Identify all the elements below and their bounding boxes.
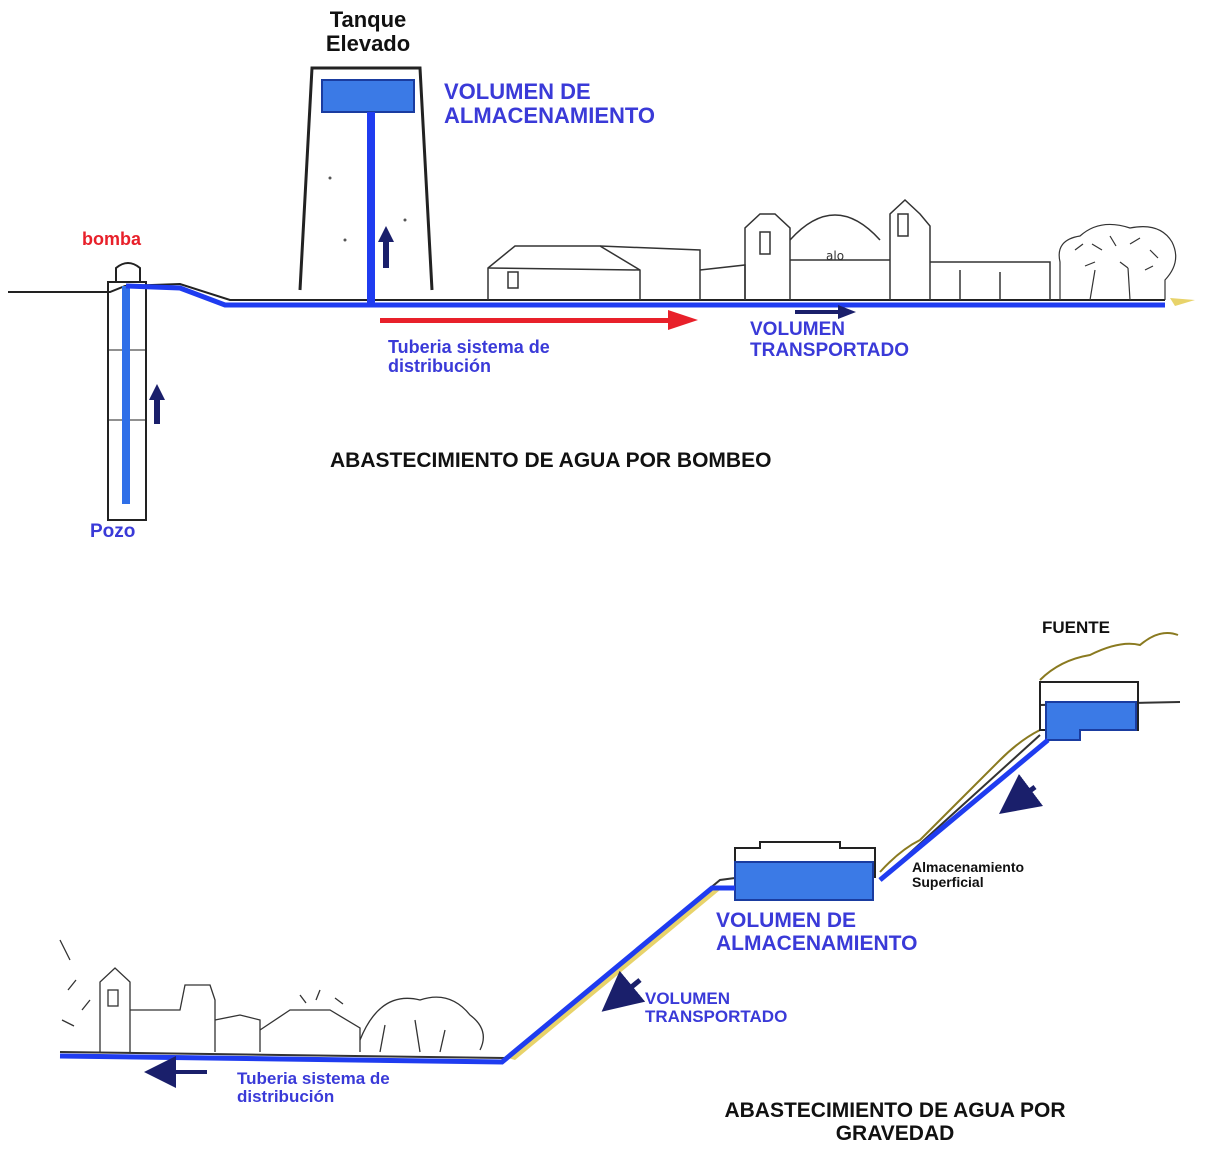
svg-text:alo: alo: [826, 249, 844, 263]
distribution-red-arrow-icon: [380, 310, 698, 330]
well-upflow-arrow-icon: [149, 384, 165, 424]
transport-arrow-icon: [795, 305, 856, 319]
storage-volume-box: [734, 861, 874, 901]
storage-volume-box: [321, 79, 415, 113]
source-label: FUENTE: [1042, 618, 1110, 637]
tree-sketch: [1058, 223, 1177, 301]
gravity-pipe-upper: [878, 738, 1050, 882]
transported-volume-label: VOLUMEN TRANSPORTADO: [750, 319, 910, 361]
gravity-storage-volume-label: VOLUMEN DE ALMACENAMIENTO: [716, 909, 918, 955]
tank-label: Tanque Elevado: [325, 7, 411, 56]
bombeo-scene: alo: [8, 66, 1195, 521]
well-water-column: [122, 286, 130, 504]
well-shaft: [107, 281, 147, 521]
source-water: [1045, 701, 1137, 741]
gravedad-scene: [59, 632, 1181, 1088]
hillside-ridge: [879, 632, 1179, 873]
tank-riser-pipe: [367, 112, 375, 305]
well: [107, 262, 147, 521]
gravity-pipe-lower: [59, 885, 735, 1065]
surface-storage-tank: [734, 841, 876, 901]
ground-tint: [1170, 298, 1195, 306]
well-label: Pozo: [90, 521, 136, 542]
gravedad-title: ABASTECIMIENTO DE AGUA POR GRAVEDAD: [724, 1099, 1066, 1145]
bombeo-title: ABASTECIMIENTO DE AGUA POR BOMBEO: [330, 449, 772, 472]
source-tank: [1039, 681, 1139, 741]
gravity-distribution-pipe-label: Tuberia sistema de distribución: [237, 1069, 390, 1107]
gravity-transported-volume-label: VOLUMEN TRANSPORTADO: [645, 989, 788, 1027]
church-sketch: alo: [744, 198, 1051, 300]
houses-sketch: [487, 245, 746, 300]
surface-storage-label: Almacenamiento Superficial: [912, 859, 1025, 891]
upflow-arrow-icon: [378, 226, 394, 268]
tower-outline: [298, 66, 434, 291]
village-sketch: [59, 939, 484, 1053]
distribution-pipe-label: Tuberia sistema de distribución: [388, 337, 550, 377]
elevated-tank-tower: [298, 66, 434, 305]
pump-label: bomba: [82, 229, 142, 249]
downflow-arrow-slope-icon: [601, 970, 646, 1012]
pump-housing: [115, 262, 141, 282]
pump-pipe: [125, 283, 1165, 308]
storage-volume-label: VOLUMEN DE ALMACENAMIENTO: [444, 79, 656, 128]
downflow-arrow-upper-icon: [999, 774, 1043, 814]
